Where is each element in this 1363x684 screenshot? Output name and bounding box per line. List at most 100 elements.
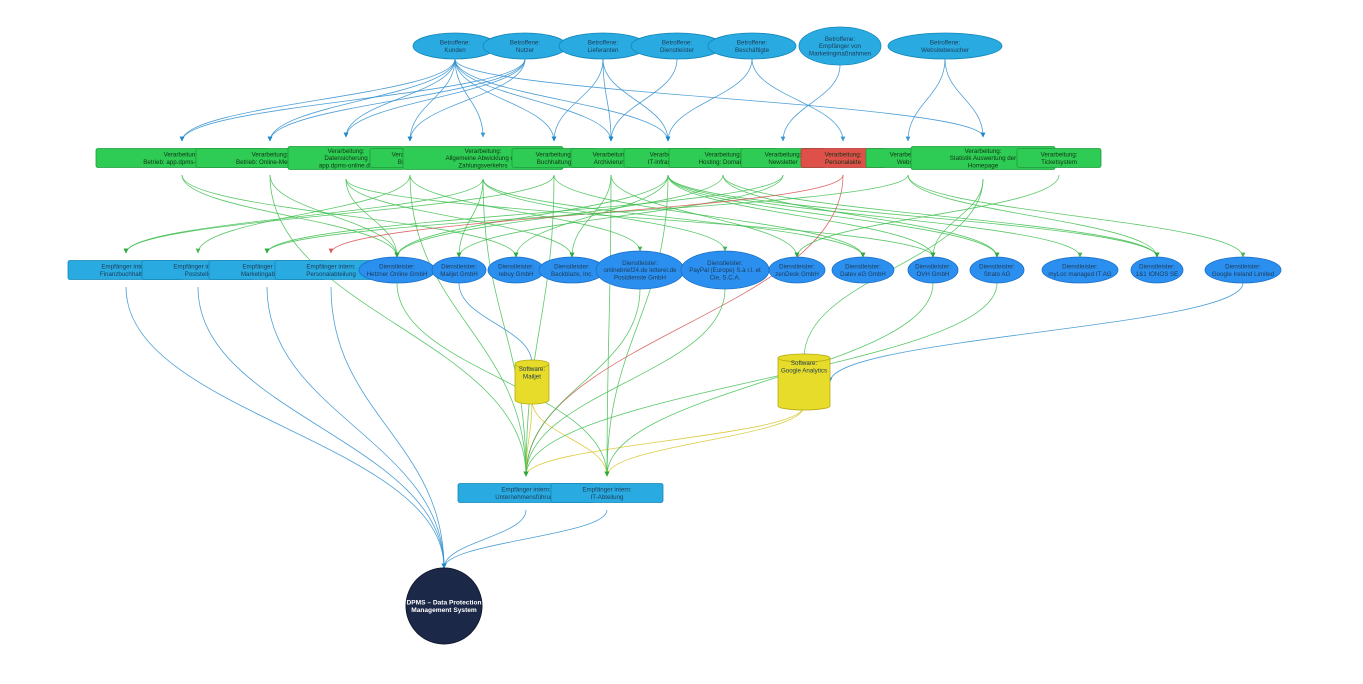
node-label-d12-1: 1&1 IONOS SE [1136, 271, 1179, 278]
node-b2[interactable]: Betroffene:Nutzer [482, 32, 568, 60]
edge-v8-d12 [667, 174, 1160, 258]
node-label-d3-1: rebuy GmbH [498, 271, 533, 278]
node-e4[interactable]: Empfänger intern:Personalabteilung [274, 260, 388, 280]
edge-e2-dpms [197, 286, 447, 569]
node-label-b1-0: Betroffene: [440, 40, 470, 47]
edge-v7-d7 [610, 174, 800, 258]
node-shape-s2 [777, 353, 831, 411]
node-label-v12-0: Verarbeitung: [890, 152, 927, 159]
node-d1[interactable]: Dienstleister:Hetzner Online GmbH [358, 256, 436, 284]
node-shape-v14 [1016, 148, 1102, 168]
node-label-b2-1: Nutzer [516, 47, 534, 54]
edge-v13-d9 [930, 178, 984, 258]
node-label-v2-1: Betrieb: Online-Meetings [236, 159, 304, 166]
edge-s2-u2 [604, 405, 805, 477]
node-d2[interactable]: Dienstleister:Mailjet GmbH [431, 256, 487, 284]
node-label-v6-0: Verarbeitung: [536, 152, 573, 159]
node-d11[interactable]: Dienstleister:myLoc managed IT AG [1041, 256, 1119, 284]
node-label-dpms-0: DPMS – Data Protection [406, 600, 481, 607]
node-d13[interactable]: Dienstleister:Google Ireland Limited [1204, 256, 1282, 284]
node-d3[interactable]: Dienstleister:rebuy GmbH [487, 256, 545, 284]
node-label-b5-1: Beschäftigte [735, 47, 770, 54]
node-label-v3-0: Verarbeitung: [328, 148, 365, 155]
node-label-d7-0: Dienstleister: [779, 264, 815, 271]
node-label-d9-0: Dienstleister: [915, 264, 951, 271]
node-label-v11-0: Verarbeitung: [825, 152, 862, 159]
node-label-v5-2: Zahlungsverkehrs [458, 163, 507, 170]
edge-b2-v1 [179, 58, 526, 142]
node-label-v14-1: Ticketsystem [1041, 159, 1077, 166]
edge-v2-d1 [269, 174, 400, 258]
node-label-v2-0: Verarbeitung: [252, 152, 289, 159]
node-label-d2-1: Mailjet GmbH [440, 271, 477, 278]
node-b7[interactable]: Betroffene:Websitebesucher [887, 32, 1003, 60]
node-label-d10-1: Strato AG [984, 271, 1011, 278]
node-shape-d7 [768, 256, 826, 284]
node-label-b4-0: Betroffene: [662, 40, 692, 47]
node-d7[interactable]: Dienstleister:zenDesk GmbH [768, 256, 826, 284]
node-d9[interactable]: Dienstleister:OVH GmbH [907, 256, 959, 284]
edge-d13-s2 [827, 282, 1244, 383]
edge-v9-d10 [722, 174, 1000, 258]
node-label-d6-1: PayPal (Europe) S.à r.l. et [689, 267, 761, 274]
edge-b4-v7 [608, 58, 678, 142]
node-label-v1-0: Verarbeitung: [164, 152, 201, 159]
edge-v10-e3 [264, 174, 784, 254]
node-v14[interactable]: Verarbeitung:Ticketsystem [1016, 148, 1102, 168]
node-label-dpms-1: Management System [411, 607, 477, 614]
node-b6[interactable]: Betroffene:Empfänger vonMarketingmaßnahm… [798, 26, 882, 66]
edge-v8-u2 [604, 174, 669, 477]
node-label-v8-1: IT-Infrastruktur [648, 159, 688, 166]
node-label-d6-0: Dienstleister: [707, 260, 743, 267]
node-label-v11-1: Personalakte [825, 159, 862, 166]
node-d6[interactable]: Dienstleister:PayPal (Europe) S.à r.l. e… [680, 250, 770, 290]
node-label-d13-0: Dienstleister: [1225, 264, 1261, 271]
node-label-d3-0: Dienstleister: [498, 264, 534, 271]
node-label-s1-0: Software: [519, 366, 545, 373]
node-v11[interactable]: Verarbeitung:Personalakte [800, 148, 886, 168]
node-d4[interactable]: Dienstleister:Backblaze, Inc. [538, 256, 606, 284]
edge-v8-d1 [394, 174, 669, 258]
node-label-d5-2: Postdienste GmbH [614, 275, 666, 282]
node-label-v13-2: Homepage [968, 163, 999, 170]
edge-v5-d2 [456, 178, 484, 258]
edge-b6-v10 [780, 64, 841, 142]
node-label-v7-0: Verarbeitung: [593, 152, 630, 159]
node-shape-d2 [431, 256, 487, 284]
node-shape-u2 [550, 483, 664, 503]
edge-b1-v4 [407, 58, 456, 142]
edge-b5-v8 [665, 58, 753, 142]
edge-b1-v5 [454, 58, 486, 138]
edge-v3-d1 [345, 178, 400, 258]
node-shape-d9 [907, 256, 959, 284]
node-label-b4-1: Dienstleister [660, 47, 694, 54]
node-label-s2-1: Google Analytics [781, 367, 827, 374]
node-label-b7-1: Websitebesucher [921, 47, 969, 54]
node-shape-b5 [707, 32, 797, 60]
node-label-v9-1: Hosting: Domains [699, 159, 748, 166]
node-b3[interactable]: Betroffene:Lieferanten [558, 32, 648, 60]
node-label-v3-2: app.dpms-online.de [319, 163, 374, 170]
edge-b3-v6 [551, 58, 604, 142]
node-d5[interactable]: Dienstleister:onlinebrief24.de letterei.… [595, 250, 685, 290]
node-label-d8-0: Dienstleister: [845, 264, 881, 271]
node-s2[interactable]: Software:Google Analytics [777, 353, 831, 411]
edge-u2-dpms [441, 509, 608, 569]
node-b5[interactable]: Betroffene:Beschäftigte [707, 32, 797, 60]
node-label-e4-0: Empfänger intern: [306, 264, 355, 271]
node-label-s2-0: Software: [791, 360, 817, 367]
node-u2[interactable]: Empfänger intern:IT-Abteilung [550, 483, 664, 503]
node-d12[interactable]: Dienstleister:1&1 IONOS SE [1130, 256, 1184, 284]
node-label-b1-1: Kunden [444, 47, 466, 54]
node-label-d9-1: OVH GmbH [916, 271, 949, 278]
edge-e1-dpms [125, 286, 447, 569]
node-label-d11-1: myLoc managed IT AG [1048, 271, 1111, 278]
node-d8[interactable]: Dienstleister:Datev eG GmbH [831, 256, 895, 284]
node-d10[interactable]: Dienstleister:Strato AG [969, 256, 1025, 284]
edge-v8-d9 [667, 174, 936, 258]
node-shape-d13 [1204, 256, 1282, 284]
node-shape-dpms [405, 567, 483, 645]
node-label-d5-0: Dienstleister: [622, 260, 658, 267]
node-s1[interactable]: Software:Mailjet [514, 359, 550, 405]
